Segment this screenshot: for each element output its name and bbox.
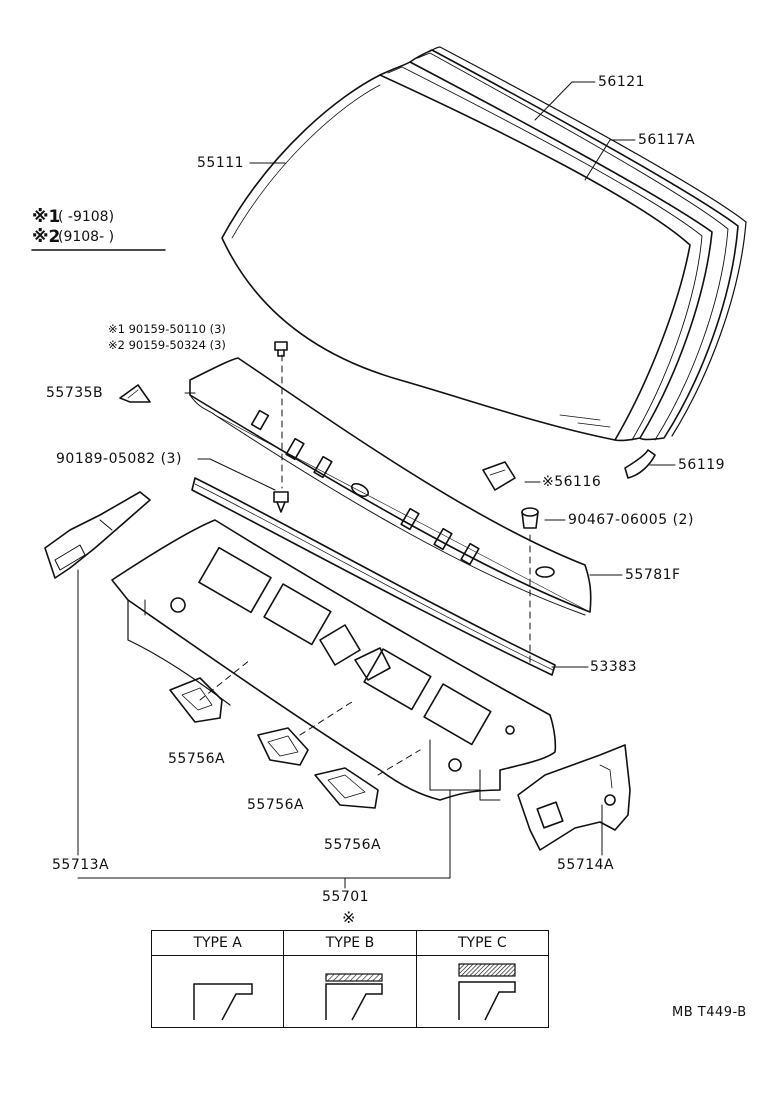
cowl-panel [111, 519, 557, 801]
windshield-glass [221, 74, 691, 441]
label-55713a: 55713A [52, 857, 110, 873]
type-table-marker: ※ [342, 908, 356, 927]
label-56117a: 56117A [638, 132, 696, 148]
clip-56116 [482, 461, 516, 491]
label-bolt-2: ※2 90159-50324 (3) [108, 338, 226, 352]
label-55714a: 55714A [557, 857, 615, 873]
label-55756a-2: 55756A [247, 797, 305, 813]
type-table: TYPE A TYPE B TYPE C [151, 930, 549, 1028]
strip-56119 [624, 449, 656, 479]
legend-row2-mark: ※2 [32, 227, 61, 247]
clip-90467 [521, 507, 539, 529]
label-56121: 56121 [598, 74, 646, 90]
label-56119: 56119 [678, 457, 726, 473]
bracket-55713a [44, 491, 151, 579]
baffle-plates [169, 677, 379, 809]
legend-row2-range: (9108- ) [58, 229, 115, 245]
label-90189: 90189-05082 (3) [56, 451, 182, 467]
drawing-code: MB T449-B [672, 1005, 747, 1020]
guide-lines [199, 354, 531, 776]
type-b-diagram [284, 956, 415, 1027]
type-c-diagram [417, 956, 548, 1027]
label-55111: 55111 [197, 155, 245, 171]
side-panel-55714a [517, 744, 631, 851]
type-a-header: TYPE A [152, 931, 284, 956]
label-bolt-1: ※1 90159-50110 (3) [108, 322, 226, 336]
type-a-column: TYPE A [152, 931, 285, 1027]
clip-55735b [119, 384, 151, 403]
leader-lines [77, 81, 676, 889]
label-55756a-3: 55756A [324, 837, 382, 853]
label-55781f: 55781F [625, 567, 681, 583]
screw [274, 341, 288, 357]
type-c-header: TYPE C [416, 931, 548, 956]
clip-90189 [273, 491, 289, 513]
type-b-column: TYPE B [284, 931, 417, 1027]
label-55756a-1: 55756A [168, 751, 226, 767]
label-55701: 55701 [322, 889, 370, 905]
label-55735b: 55735B [46, 385, 104, 401]
cowl-louver [189, 357, 592, 616]
type-c-column: TYPE C [416, 931, 548, 1027]
windshield-moulding [379, 46, 747, 442]
legend-row1-mark: ※1 [32, 207, 61, 227]
type-a-diagram [152, 956, 283, 1027]
type-b-header: TYPE B [284, 931, 416, 956]
seal-53383 [191, 477, 556, 676]
label-56116: ※56116 [542, 474, 602, 490]
legend-row1-range: ( -9108) [58, 209, 115, 225]
label-90467: 90467-06005 (2) [568, 512, 694, 528]
label-53383: 53383 [590, 659, 638, 675]
